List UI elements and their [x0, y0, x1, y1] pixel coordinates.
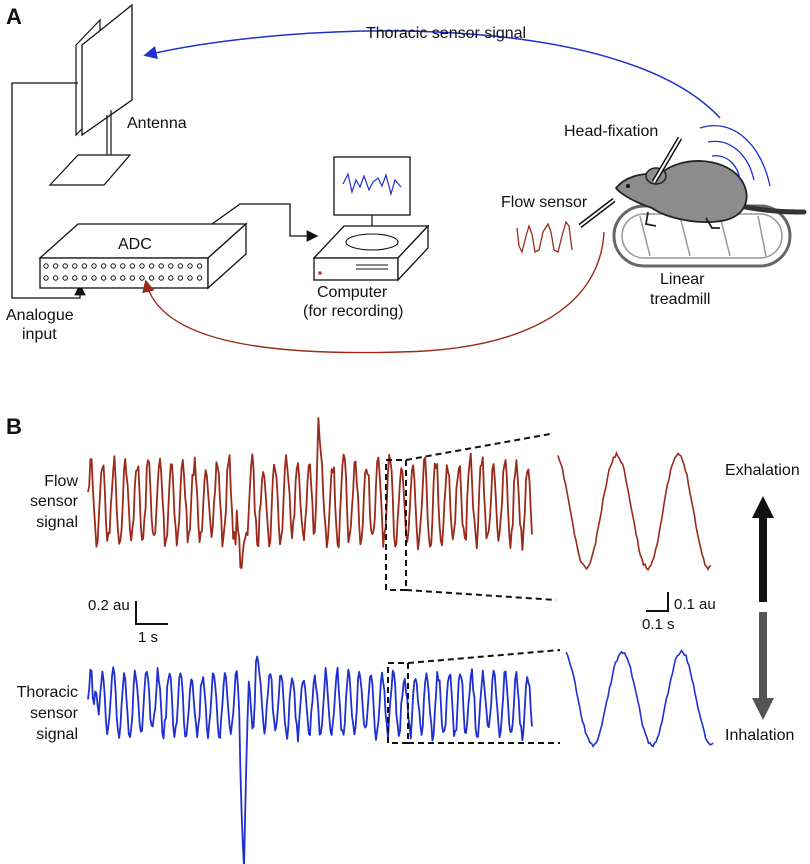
adc-input-port: [110, 275, 116, 281]
adc-input-port: [72, 275, 78, 281]
flow-zoom-trace: [557, 450, 712, 572]
exhalation-arrow: [752, 496, 774, 602]
flow-sensor-trace: [87, 417, 533, 569]
antenna-label: Antenna: [127, 115, 187, 132]
adc-input-port: [120, 263, 126, 269]
thoracic-label-1: Thoracic: [17, 684, 78, 701]
adc-input-port: [100, 263, 107, 269]
adc-input-port: [158, 263, 164, 269]
flow-sensor-label: Flow sensor: [501, 194, 588, 211]
thoracic-zoom-trace: [565, 649, 714, 748]
monitor-trace: [342, 172, 402, 197]
adc-input-port: [187, 263, 193, 269]
computer-label-2: (for recording): [303, 303, 403, 320]
flow-signal-arrow: [142, 231, 605, 354]
adc-input-port: [139, 275, 145, 281]
adc-input-port: [43, 263, 49, 269]
adc-box: [38, 222, 248, 290]
thoracic-zoom-box: [387, 649, 561, 744]
computer-label-1: Computer: [317, 284, 388, 301]
treadmill-label-2: treadmill: [650, 291, 710, 308]
adc-input-port: [168, 275, 174, 281]
adc-input-port: [52, 263, 59, 269]
zoom-scale-amp: 0.1 au: [674, 596, 716, 613]
computer-icon: [312, 156, 430, 282]
adc-input-port: [81, 263, 88, 269]
flow-label-2: sensor: [30, 493, 79, 510]
flow-zoom-box: [385, 433, 557, 601]
thoracic-sensor-trace: [87, 655, 533, 864]
flow-label-1: Flow: [44, 473, 78, 490]
inhalation-label: Inhalation: [725, 727, 794, 744]
head-fixation-label: Head-fixation: [564, 123, 658, 140]
adc-input-port: [72, 263, 78, 269]
main-scale-amp: 0.2 au: [88, 597, 130, 614]
adc-input-port: [62, 275, 68, 281]
adc-input-port: [158, 275, 164, 281]
analogue-label-1: Analogue: [6, 307, 74, 324]
adc-computer-wire: [211, 203, 319, 242]
adc-input-port: [110, 263, 116, 269]
thoracic-signal-arrow: [143, 30, 721, 119]
adc-input-port: [52, 275, 59, 281]
adc-input-port: [196, 275, 203, 281]
adc-input-port: [120, 275, 126, 281]
adc-input-port: [81, 275, 88, 281]
thoracic-signal-label: Thoracic sensor signal: [366, 25, 526, 42]
wireless-waves-icon: [699, 125, 771, 187]
adc-input-port: [91, 263, 97, 269]
zoom-scale-time: 0.1 s: [642, 616, 675, 633]
antenna-wire: [11, 82, 86, 299]
panel-a-letter: A: [6, 4, 22, 29]
adc-input-port: [62, 263, 68, 269]
adc-input-port: [148, 263, 155, 269]
panel-b-letter: B: [6, 414, 22, 439]
flow-sensor-mini-trace: [516, 220, 573, 254]
main-scale-bar: [135, 601, 168, 625]
treadmill-icon: [612, 204, 792, 268]
zoom-scale-bar: [646, 592, 669, 612]
adc-input-port: [177, 263, 184, 269]
inhalation-arrow: [752, 612, 774, 720]
adc-input-port: [177, 275, 184, 281]
flow-label-3: signal: [36, 514, 78, 531]
adc-input-port: [168, 263, 174, 269]
adc-input-port: [129, 275, 136, 281]
adc-label: ADC: [118, 236, 152, 253]
adc-input-port: [196, 263, 203, 269]
adc-input-port: [129, 263, 136, 269]
antenna-icon: [48, 3, 133, 186]
main-scale-time: 1 s: [138, 629, 158, 646]
treadmill-label-1: Linear: [660, 271, 705, 288]
adc-input-port: [187, 275, 193, 281]
adc-input-port: [43, 275, 49, 281]
adc-input-port: [91, 275, 97, 281]
thoracic-label-3: signal: [36, 726, 78, 743]
exhalation-label: Exhalation: [725, 462, 800, 479]
adc-input-port: [139, 263, 145, 269]
analogue-label-2: input: [22, 326, 57, 343]
thoracic-label-2: sensor: [30, 705, 79, 722]
adc-input-port: [148, 275, 155, 281]
adc-input-port: [100, 275, 107, 281]
